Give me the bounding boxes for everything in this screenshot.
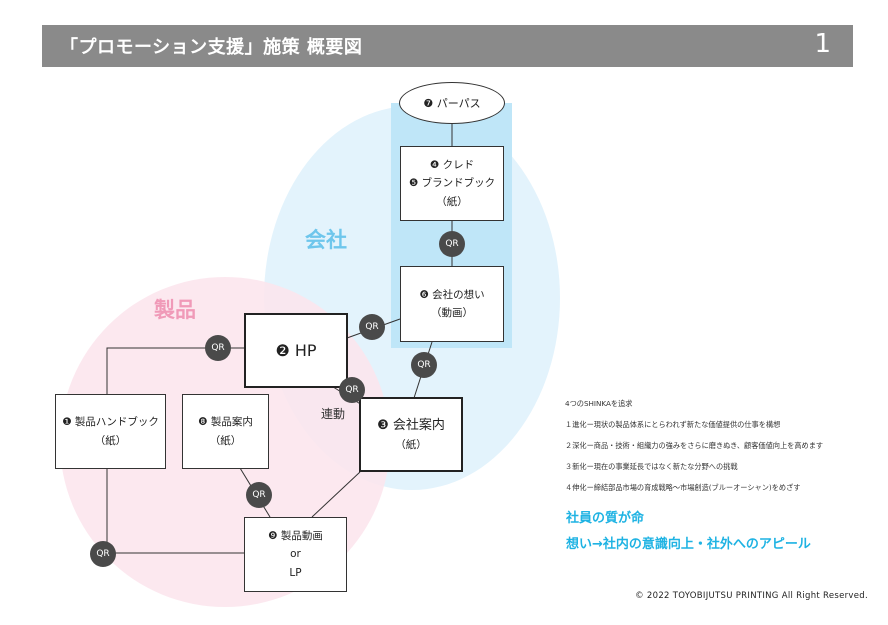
shinka-item: ２深化ー商品・技術・組織力の強みをさらに磨きぬき、顧客価値向上を高めます: [565, 441, 824, 450]
product-handbook-box: ❶ 製品ハンドブック （紙）: [55, 394, 166, 469]
shinka-item: ３新化ー現在の事業延長ではなく新たな分野への挑戦: [565, 462, 738, 471]
qr-code-icon: QR: [439, 231, 465, 257]
company-thoughts-box: ❻ 会社の想い （動画）: [400, 266, 504, 342]
slogan-2: 想い→社内の意識向上・社外へのアピール: [566, 537, 811, 552]
product-video-box: ❾ 製品動画 or LP: [244, 517, 347, 592]
hp-label: ❷ HP: [275, 340, 317, 360]
product-brochure-medium: （紙）: [209, 434, 242, 447]
page-title: 「プロモーション支援」施策 概要図: [60, 37, 363, 58]
credo-brandbook-box: ❹ クレド ❺ ブランドブック （紙）: [400, 146, 504, 221]
brandbook-label: ❺ ブランドブック: [408, 177, 496, 190]
handbook-label: ❶ 製品ハンドブック: [62, 416, 159, 429]
product-brochure-label: ❽ 製品案内: [198, 416, 253, 429]
company-brochure-medium: （紙）: [395, 438, 427, 451]
qr-code-icon: QR: [411, 352, 437, 378]
qr-code-icon: QR: [339, 377, 365, 403]
page-number: 1: [814, 29, 831, 59]
product-brochure-box: ❽ 製品案内 （紙）: [182, 394, 269, 469]
shinka-item: ４伸化ー締結部品市場の育成戦略〜市場創造(ブルーオーシャン)をめざす: [565, 483, 801, 492]
company-region-label: 会社: [305, 228, 347, 252]
hp-box: ❷ HP: [244, 313, 348, 388]
shinka-list: 4つのSHINKAを追求 １進化ー現状の製品体系にとらわれず新たな価値提供の仕事…: [565, 399, 823, 504]
slogan-1: 社員の質が命: [566, 511, 645, 526]
company-brochure-box: ❸ 会社案内 （紙）: [359, 397, 463, 472]
company-brochure-label: ❸ 会社案内: [377, 417, 445, 433]
video-or: or: [290, 548, 301, 561]
link-label: 連動: [321, 407, 346, 421]
qr-code-icon: QR: [359, 314, 385, 340]
credo-label: ❹ クレド: [429, 158, 475, 171]
qr-code-icon: QR: [205, 335, 231, 361]
thoughts-medium: （動画）: [431, 307, 473, 319]
video-lp: LP: [289, 566, 302, 579]
qr-code-icon: QR: [246, 482, 272, 508]
video-label: ❾ 製品動画: [268, 529, 323, 542]
header-bar: 「プロモーション支援」施策 概要図 1: [42, 25, 853, 67]
purpose-label: ❼ パーパス: [423, 97, 481, 110]
shinka-item: １進化ー現状の製品体系にとらわれず新たな価値提供の仕事を構想: [565, 420, 781, 429]
credo-medium: （紙）: [436, 195, 468, 208]
thoughts-label: ❻ 会社の想い: [419, 288, 485, 301]
qr-code-icon: QR: [90, 541, 116, 567]
product-region-label: 製品: [154, 298, 196, 322]
shinka-title: 4つのSHINKAを追求: [565, 399, 633, 408]
handbook-medium: （紙）: [94, 434, 127, 447]
copyright: © 2022 TOYOBIJUTSU PRINTING All Right Re…: [635, 591, 868, 601]
purpose-oval: ❼ パーパス: [399, 82, 505, 124]
